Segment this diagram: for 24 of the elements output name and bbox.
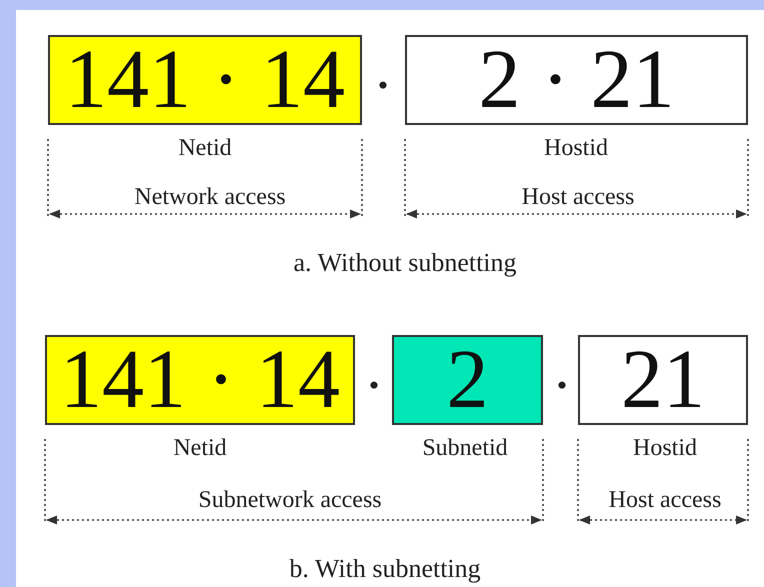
range-label: Host access xyxy=(608,488,722,512)
address-number: 21 xyxy=(621,338,705,422)
figure-caption: b. With subnetting xyxy=(289,556,481,582)
range-label: Network access xyxy=(134,185,286,209)
address-field-box xyxy=(405,35,748,125)
address-number: 141 · 14 xyxy=(65,38,345,122)
separator-dot: · xyxy=(373,55,393,115)
field-name: Netid xyxy=(173,436,227,460)
address-number: 2 · 21 xyxy=(478,38,674,122)
field-name: Subnetid xyxy=(422,436,508,460)
field-name: Netid xyxy=(178,136,232,160)
range-label: Host access xyxy=(522,185,634,209)
address-number: 141 · 14 xyxy=(60,338,340,422)
range-label: Subnetwork access xyxy=(198,488,382,512)
address-field-box xyxy=(45,335,355,425)
separator-dot: · xyxy=(364,355,384,415)
address-field-box xyxy=(578,335,748,425)
address-field-box xyxy=(48,35,362,125)
field-name: Hostid xyxy=(633,436,697,460)
address-field-box xyxy=(392,335,543,425)
separator-dot: · xyxy=(552,355,572,415)
address-number: 2 xyxy=(446,338,488,422)
figure-caption: a. Without subnetting xyxy=(293,250,517,276)
field-name: Hostid xyxy=(544,136,608,160)
